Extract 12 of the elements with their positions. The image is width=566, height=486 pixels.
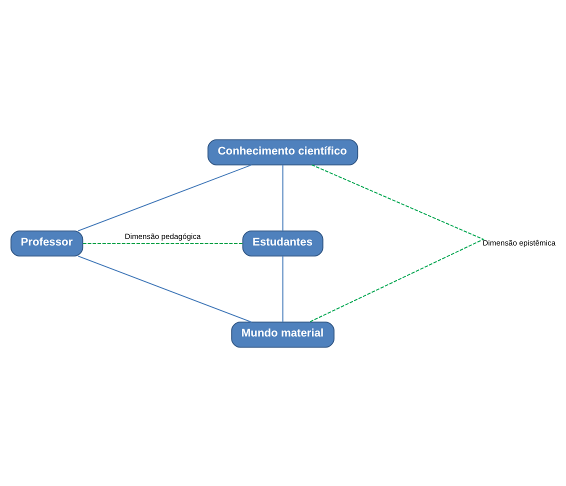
edge-label: Dimensão epistêmica [482,238,556,247]
connector [282,164,284,230]
node-box: Professor [10,230,84,256]
connector [82,242,243,244]
connector [309,164,484,322]
node-box: Estudantes [242,230,324,256]
connector [78,164,252,231]
connector [78,255,252,322]
connector [282,256,284,322]
edge-label: Dimensão pedagógica [124,232,201,241]
node-box: Conhecimento científico [207,138,358,165]
node-box: Mundo material [231,321,335,348]
